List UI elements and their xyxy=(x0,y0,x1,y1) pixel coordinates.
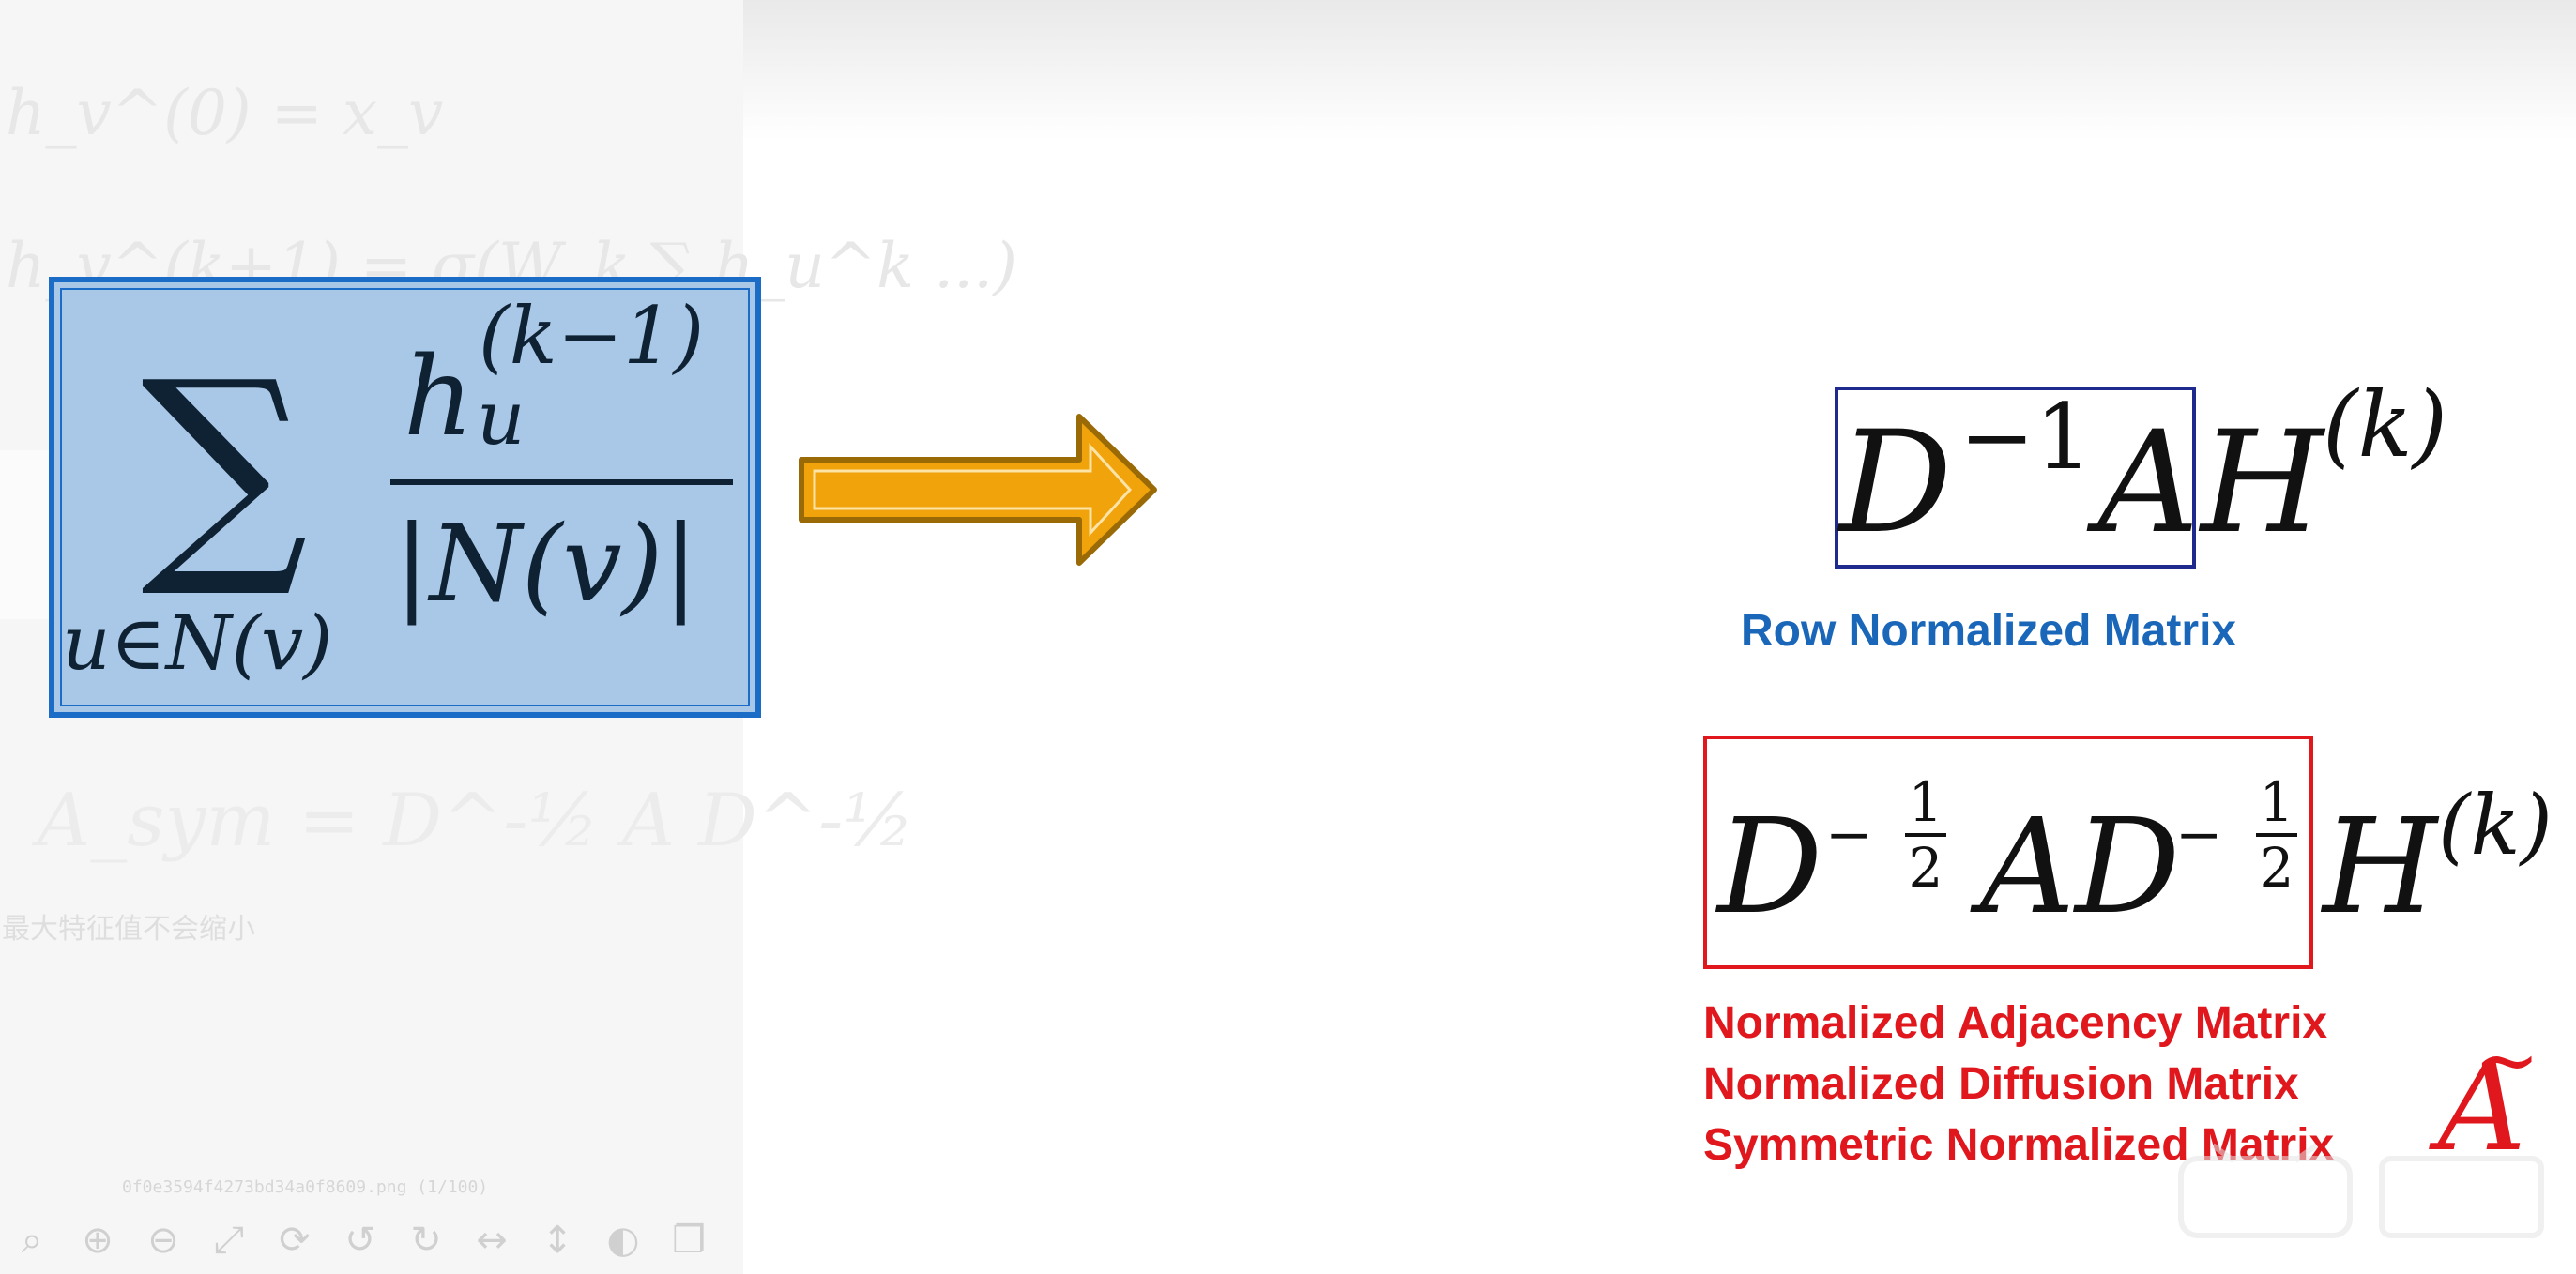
label-normalized-adjacency: Normalized Adjacency Matrix xyxy=(1703,998,2328,1048)
fraction-numerator-1: 1 xyxy=(1908,770,1943,834)
sym-formula-D: D xyxy=(1717,791,1823,944)
label-symmetric-normalized: Symmetric Normalized Matrix xyxy=(1703,1120,2335,1170)
symmetric-normalized-highlight-box xyxy=(1703,736,2313,969)
mean-aggregation-formula-box: ∑ u∈N(v) h (k−1) u |N(v)| xyxy=(49,277,761,718)
zoom-out-icon[interactable]: ⊖ xyxy=(147,1219,179,1262)
row-formula-H: H xyxy=(2201,402,2324,565)
fraction-bar-1 xyxy=(1905,833,1946,837)
ghost-formula-symmetric: A_sym = D^-½ A D^-½ xyxy=(38,779,914,863)
ghost-note: 最大特征值不会缩小 xyxy=(2,913,255,946)
viewer-toolbar: ⌕ ⊕ ⊖ ⤢ ⟳ ↺ ↻ ↔ ↕ ◐ ❐ xyxy=(0,1212,717,1268)
zoom-in-icon[interactable]: ⊕ xyxy=(82,1219,114,1262)
numerator-superscript: (k−1) xyxy=(479,290,705,382)
sym-formula-minus-2: − xyxy=(2175,802,2223,868)
symmetric-matrix-names: Normalized Adjacency Matrix Normalized D… xyxy=(1703,993,2334,1175)
sym-formula-half-fraction-1: 1 2 xyxy=(1905,775,1946,895)
summation-subscript: u∈N(v) xyxy=(62,599,333,687)
fullscreen-icon[interactable]: ⤢ xyxy=(214,1219,244,1262)
fraction-numerator: h (k−1) u xyxy=(404,296,704,456)
label-normalized-diffusion: Normalized Diffusion Matrix xyxy=(1703,1059,2299,1109)
row-formula-inverse-exponent: −1 xyxy=(1959,385,2093,490)
contrast-icon[interactable]: ◐ xyxy=(606,1219,640,1262)
fraction-denominator-1: 2 xyxy=(1908,836,1943,900)
fraction-numerator-2: 1 xyxy=(2259,770,2294,834)
a-tilde-mark: ~ xyxy=(2474,1014,2540,1106)
numerator-subscript: u xyxy=(477,374,526,462)
numerator-base: h xyxy=(404,334,474,461)
row-formula-D: D xyxy=(1839,402,1953,565)
summation-symbol: ∑ xyxy=(141,330,309,603)
sym-formula-AD: AD xyxy=(1980,791,2181,944)
row-normalized-highlight-box xyxy=(1835,387,2196,569)
a-tilde-symbol: A xyxy=(2438,1036,2526,1178)
refresh-icon[interactable]: ⟳ xyxy=(279,1219,311,1262)
bilibili-logo-icon xyxy=(2178,1143,2544,1238)
row-normalized-label: Row Normalized Matrix xyxy=(1741,606,2237,656)
rotate-right-icon[interactable]: ↻ xyxy=(410,1219,442,1262)
flip-vertical-icon[interactable]: ↕ xyxy=(541,1219,573,1262)
fraction-bar-2 xyxy=(2256,833,2297,837)
ghost-formula-initial: h_v^(0) = x_v xyxy=(6,77,444,149)
sym-formula-H: H xyxy=(2323,791,2438,944)
zoom-fit-icon[interactable]: ⌕ xyxy=(21,1219,43,1262)
rotate-left-icon[interactable]: ↺ xyxy=(344,1219,376,1262)
fraction-bar xyxy=(390,479,733,485)
viewer-status-text: 0f0e3594f4273bd34a0f8609.png (1/100) xyxy=(122,1177,489,1197)
fraction-denominator-2: 2 xyxy=(2259,836,2294,900)
sym-formula-minus-1: − xyxy=(1825,802,1873,868)
flip-horizontal-icon[interactable]: ↔ xyxy=(476,1219,508,1262)
copy-icon[interactable]: ❐ xyxy=(672,1219,706,1262)
row-formula-H-superscript: (k) xyxy=(2323,372,2448,478)
sym-formula-H-superscript: (k) xyxy=(2438,777,2553,873)
row-formula-A: A xyxy=(2097,402,2200,565)
sym-formula-half-fraction-2: 1 2 xyxy=(2256,775,2297,895)
right-arrow-icon xyxy=(799,414,1157,566)
fraction-denominator: |N(v)| xyxy=(394,504,699,626)
